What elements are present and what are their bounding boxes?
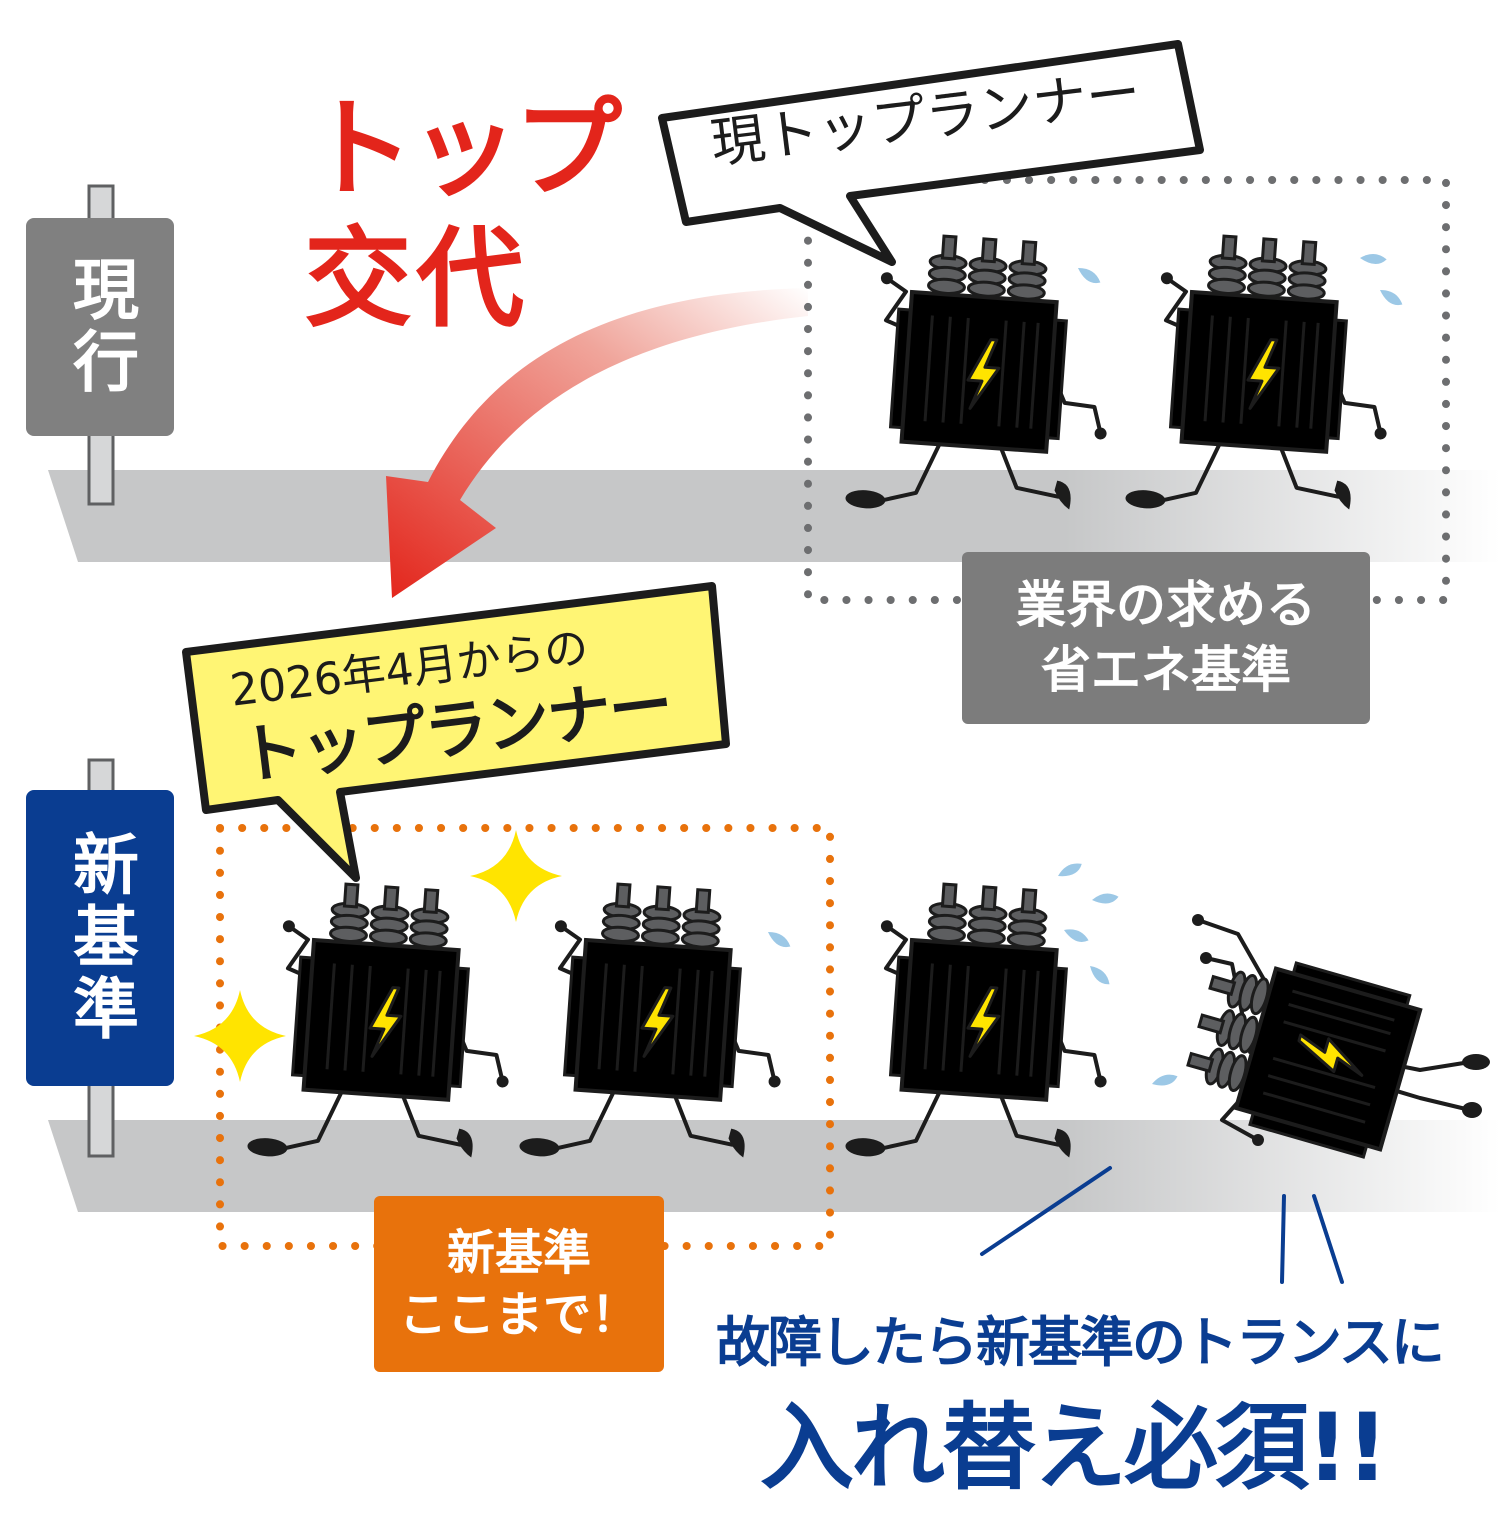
new-track [48, 1120, 1500, 1212]
fallen-transformer-icon [1174, 914, 1490, 1163]
new-standard-box: 新基準 ここまで！ [374, 1196, 664, 1372]
new-standard-box-line2: ここまで！ [398, 1287, 639, 1343]
sparkle-icon [194, 990, 286, 1082]
current-bubble [658, 40, 1204, 266]
sparkle-icon [470, 830, 562, 922]
new-sign-text: 新基準 [61, 830, 139, 1046]
bottom-message-line2: 入れ替え必須!! [760, 1394, 1389, 1503]
current-sign: 現行 [26, 218, 174, 436]
bottom-message-line1: 故障したら新基準のトランスに [716, 1311, 1445, 1374]
headline-line1: トップ [306, 87, 622, 212]
current-sign-text: 現行 [61, 255, 139, 399]
new-standard-box-line1: 新基準 [446, 1224, 591, 1281]
industry-box-line1: 業界の求める [1016, 576, 1316, 634]
impact-lines [980, 1166, 1344, 1284]
current-track [48, 470, 1500, 562]
industry-box-line2: 省エネ基準 [1041, 641, 1291, 699]
new-standard-frame [216, 824, 834, 1250]
industry-standard-box: 業界の求める 省エネ基準 [962, 552, 1370, 724]
new-sign: 新基準 [26, 790, 174, 1086]
curved-arrow-icon [386, 288, 808, 598]
new-bubble [182, 582, 730, 882]
headline-line2: 交代 [304, 217, 529, 342]
